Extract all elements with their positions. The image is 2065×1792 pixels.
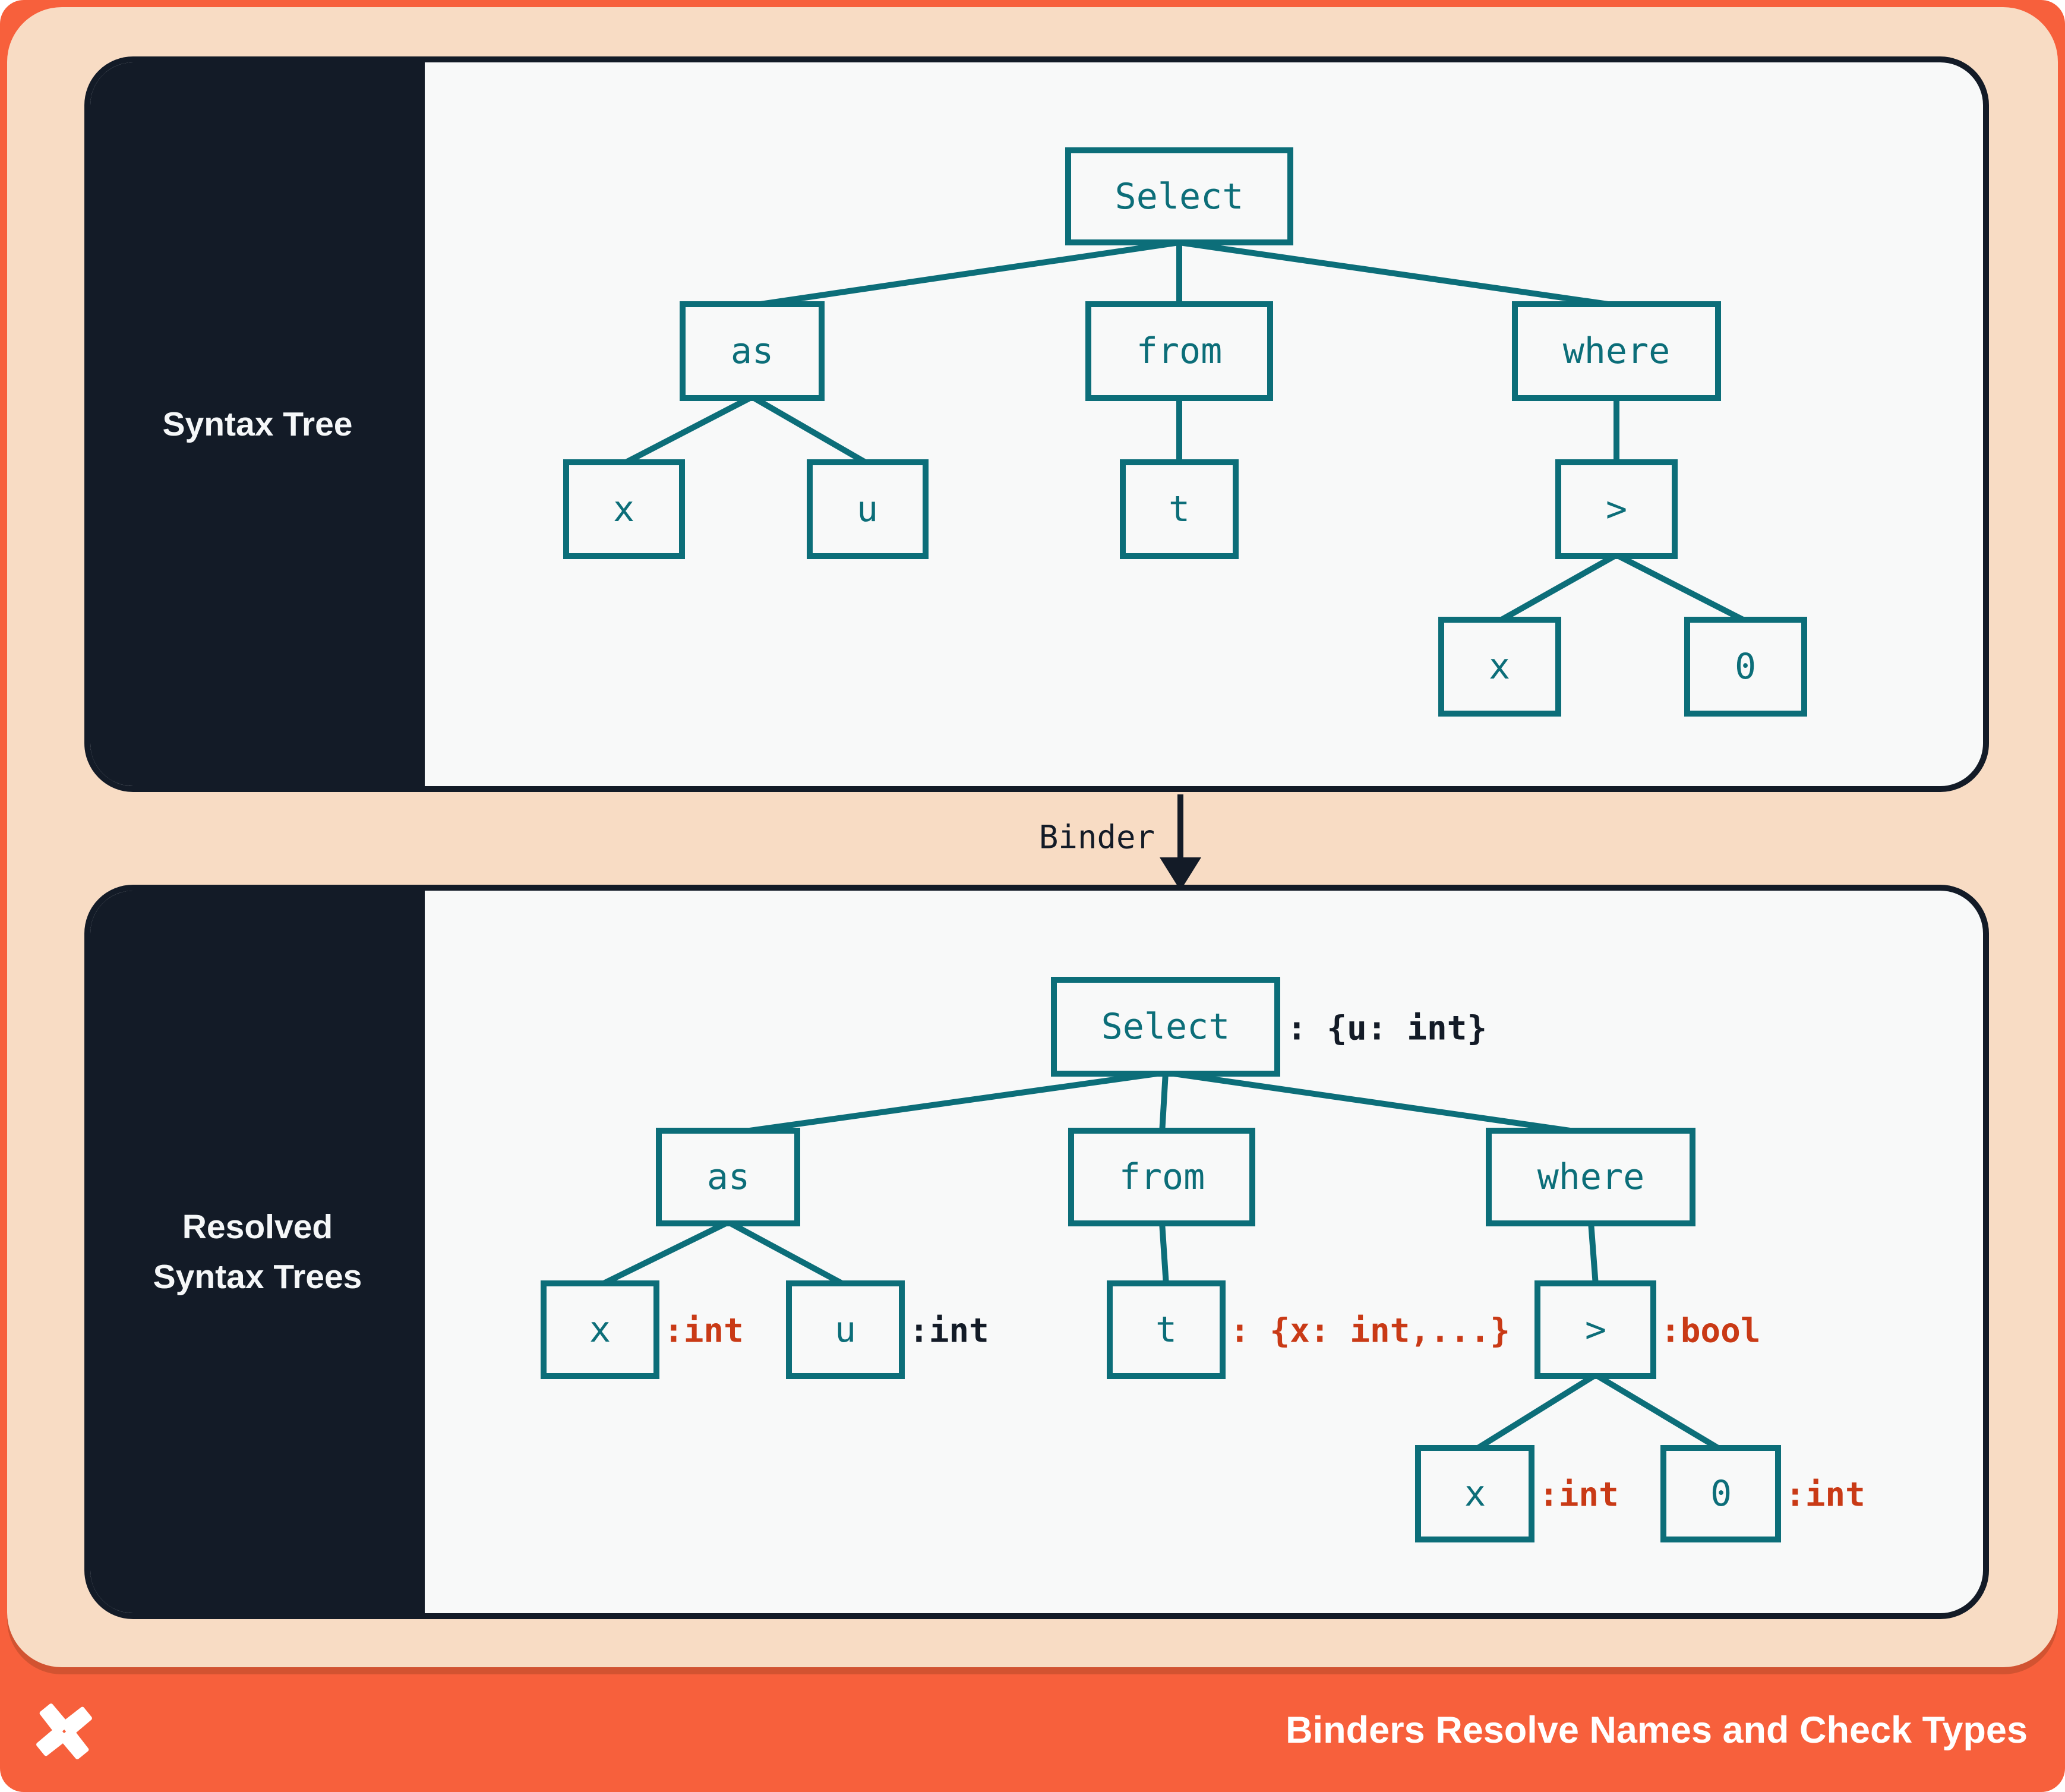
x-shuriken-logo-icon — [36, 1703, 92, 1759]
syntax-tree-panel-sidebar: Syntax Tree — [90, 62, 425, 786]
resolved-title-line2: Syntax Trees — [153, 1258, 362, 1296]
resolved-trees-panel-sidebar: Resolved Syntax Trees — [90, 891, 425, 1613]
resolved-trees-panel: Resolved Syntax Trees — [84, 885, 1989, 1619]
footer-title: Binders Resolve Names and Check Types — [1286, 1709, 2028, 1751]
resolved-trees-panel-title: Resolved Syntax Trees — [153, 1202, 362, 1302]
resolved-title-line1: Resolved — [182, 1208, 333, 1246]
syntax-tree-panel: Syntax Tree — [84, 56, 1989, 792]
syntax-tree-panel-title: Syntax Tree — [162, 405, 353, 443]
